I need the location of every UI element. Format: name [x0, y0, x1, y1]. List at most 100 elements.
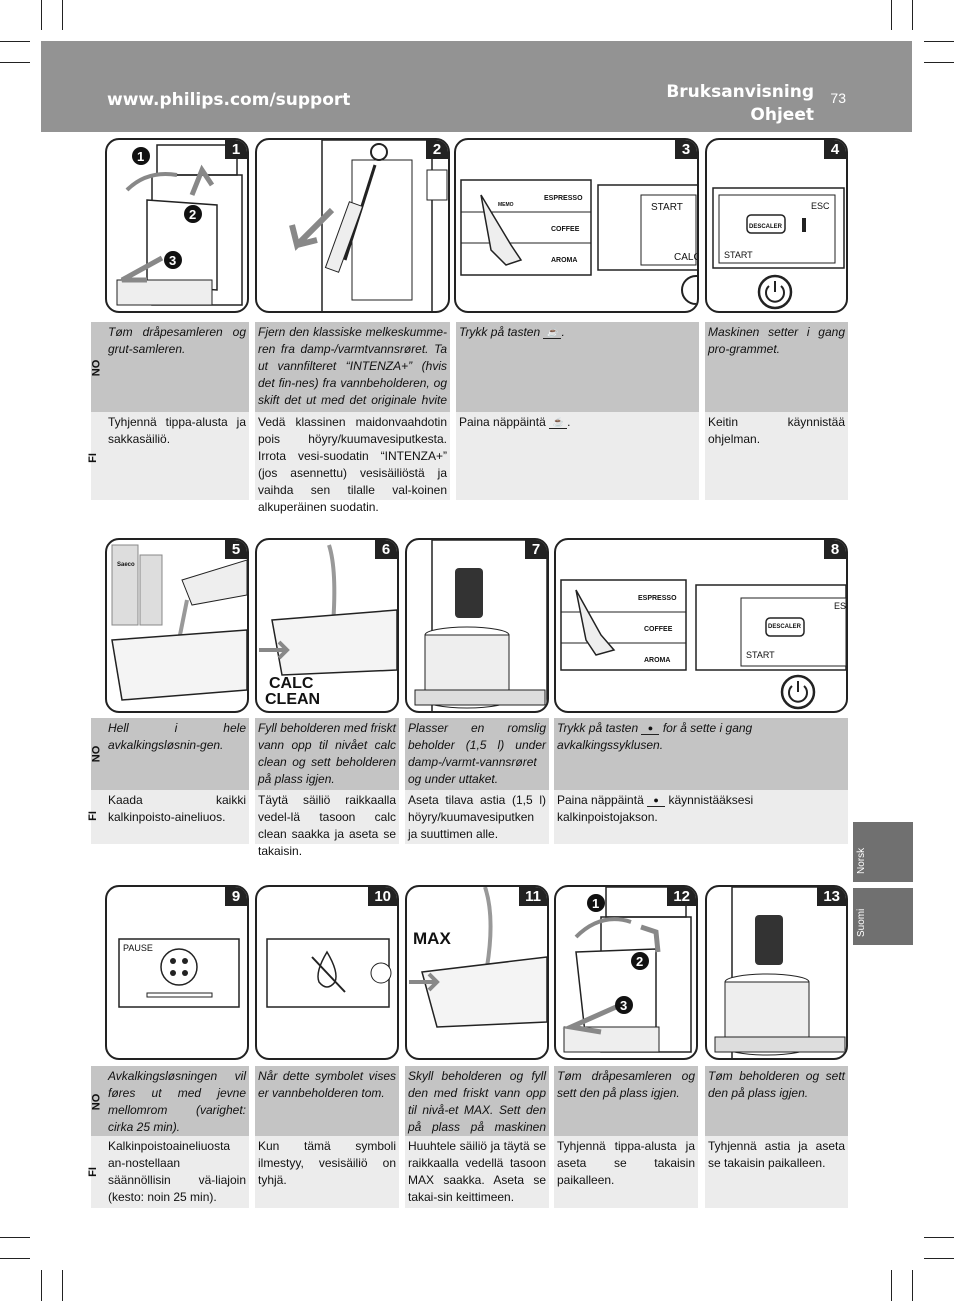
title-line-2: Ohjeet: [750, 105, 814, 125]
step-8-text-b: for å sette i gang avkalkingssyklusen.: [557, 721, 753, 752]
crop-mark: [62, 1270, 63, 1301]
lang-label-no: NO: [90, 322, 107, 412]
illustration-step-10: 10: [255, 885, 399, 1060]
step-3-text: Trykk på tasten: [459, 325, 541, 339]
side-tab-norsk: Norsk: [853, 822, 913, 882]
step-number: 9: [225, 887, 247, 906]
step-11-text-no: Skyll beholderen og fyll den med friskt …: [405, 1066, 549, 1151]
step-number: 12: [667, 887, 696, 906]
control-panel-illustration: [460, 179, 697, 305]
step-7-text-no: Plasser en romslig beholder (1,5 l) unde…: [405, 718, 549, 790]
svg-text:3: 3: [620, 998, 627, 1013]
replace-drip-tray-illustration: 1 2 3: [562, 887, 692, 1053]
svg-text:2: 2: [189, 207, 196, 222]
calc-clean-label: CALC CLEAN: [265, 676, 320, 708]
step-1-text-no: Tøm dråpesamleren og grut-samleren.: [105, 322, 249, 412]
illustration-step-12: 1 2 3 12: [554, 885, 698, 1060]
step-number: 7: [525, 540, 547, 559]
pause-label: PAUSE: [123, 943, 153, 953]
crop-mark: [0, 1237, 30, 1238]
lang-label-fi: FI: [87, 412, 107, 500]
empty-tank-display-illustration: [266, 938, 392, 1008]
crop-mark: [912, 1270, 913, 1301]
esc-label: ESC: [834, 601, 847, 611]
step-8-text-a: Trykk på tasten: [557, 721, 639, 735]
step-number: 8: [824, 540, 846, 559]
step-2-text-no: Fjern den klassiske melkeskumme-ren fra …: [255, 322, 450, 424]
step-13-text-fi: Tyhjennä astia ja aseta se takaisin paik…: [705, 1136, 848, 1208]
step-12-text-fi: Tyhjennä tippa-alusta ja aseta se takais…: [554, 1136, 698, 1208]
side-tab-suomi: Suomi: [853, 888, 913, 945]
step-3-text: Paina näppäintä: [459, 415, 546, 429]
step-number: 13: [817, 887, 846, 906]
drip-tray-illustration: 1 2 3: [116, 144, 243, 306]
svg-text:3: 3: [169, 253, 176, 268]
step-number: 2: [426, 140, 448, 159]
side-tab-label: Suomi: [856, 908, 867, 937]
saeco-label: Saeco: [117, 562, 135, 568]
fill-tank-illustration: [259, 544, 397, 676]
svg-text:1: 1: [137, 149, 144, 164]
rinse-fill-tank-illustration: [409, 887, 547, 1028]
step-4-text-fi: Keitin käynnistää ohjelman.: [705, 412, 848, 500]
step-8-text-fi: Paina näppäintä ● käynnistääksesi kalkin…: [554, 790, 848, 844]
crop-mark: [924, 41, 954, 42]
illustration-step-11: MAX 11: [405, 885, 549, 1060]
side-tab-label: Norsk: [856, 847, 867, 874]
page-title: Bruksanvisning Ohjeet: [666, 81, 814, 127]
coffee-label: COFFEE: [551, 226, 580, 233]
crop-mark: [62, 0, 63, 30]
title-line-1: Bruksanvisning: [666, 82, 814, 102]
step-9-text-fi: Kalkinpoistoaineliuosta an-nostellaan sä…: [105, 1136, 249, 1208]
calc-label: CALC: [674, 252, 699, 263]
lang-label-fi: FI: [87, 1136, 107, 1208]
step-8-text-b: käynnistääksesi kalkinpoistojakson.: [557, 793, 754, 824]
aroma-label: AROMA: [551, 257, 578, 264]
illustration-step-1: 1 2 3 1: [105, 138, 249, 313]
step-number: 1: [225, 140, 247, 159]
svg-text:2: 2: [636, 954, 643, 969]
illustration-step-3: ESPRESSO COFFEE AROMA MEMO START CALC 3: [454, 138, 699, 313]
crop-mark: [924, 1258, 954, 1259]
milk-frother-illustration: [289, 140, 448, 311]
crop-mark: [924, 62, 954, 63]
illustration-step-9: PAUSE 9: [105, 885, 249, 1060]
pause-display-illustration: [118, 938, 240, 1008]
crop-mark: [41, 0, 42, 30]
crop-mark: [0, 62, 30, 63]
start-label: START: [724, 250, 753, 260]
crop-mark: [924, 1237, 954, 1238]
esc-label: ESC: [811, 201, 830, 211]
step-2-text-fi: Vedä klassinen maidonvaahdotin pois höyr…: [255, 412, 450, 514]
memo-cup-icon: ☕: [543, 326, 562, 340]
illustration-step-2: 2: [255, 138, 450, 313]
step-13-text-no: Tøm beholderen og sett den på plass igje…: [705, 1066, 848, 1136]
support-url[interactable]: www.philips.com/support: [107, 90, 351, 110]
lang-label-no: NO: [90, 1066, 107, 1136]
svg-text:1: 1: [592, 896, 599, 911]
crop-mark: [912, 0, 913, 30]
illustration-step-8: ESPRESSO COFFEE AROMA DESCALER START ESC…: [554, 538, 848, 713]
control-panel-descale-illustration: [560, 579, 846, 710]
step-12-text-no: Tøm dråpesamleren og sett den på plass i…: [554, 1066, 698, 1136]
step-10-text-no: Når dette symbolet vises er vannbeholder…: [255, 1066, 399, 1136]
espresso-label: ESPRESSO: [544, 195, 583, 202]
step-9-text-no: Avkalkingsløsningen vil føres ut med jev…: [105, 1066, 249, 1136]
container-under-spout-illustration: [414, 540, 547, 711]
descaler-label: DESCALER: [749, 224, 783, 230]
display-descaler-illustration: [712, 187, 845, 310]
illustration-step-7: 7: [405, 538, 549, 713]
coffee-label: COFFEE: [644, 626, 673, 633]
memo-label: MEMO: [498, 202, 514, 208]
step-10-text-fi: Kun tämä symboli ilmestyy, vesisäiliö on…: [255, 1136, 399, 1208]
step-number: 6: [375, 540, 397, 559]
step-6-text-fi: Täytä säiliö raikkaalla vedel-lä tasoon …: [255, 790, 399, 858]
page-number: 73: [830, 90, 846, 106]
lang-label-no: NO: [90, 718, 107, 790]
start-label: START: [651, 202, 683, 213]
illustration-step-5: Saeco 5: [105, 538, 249, 713]
bean-icon: ●: [641, 722, 660, 736]
step-number: 5: [225, 540, 247, 559]
espresso-label: ESPRESSO: [638, 595, 677, 602]
step-4-text-no: Maskinen setter i gang pro-grammet.: [705, 322, 848, 412]
